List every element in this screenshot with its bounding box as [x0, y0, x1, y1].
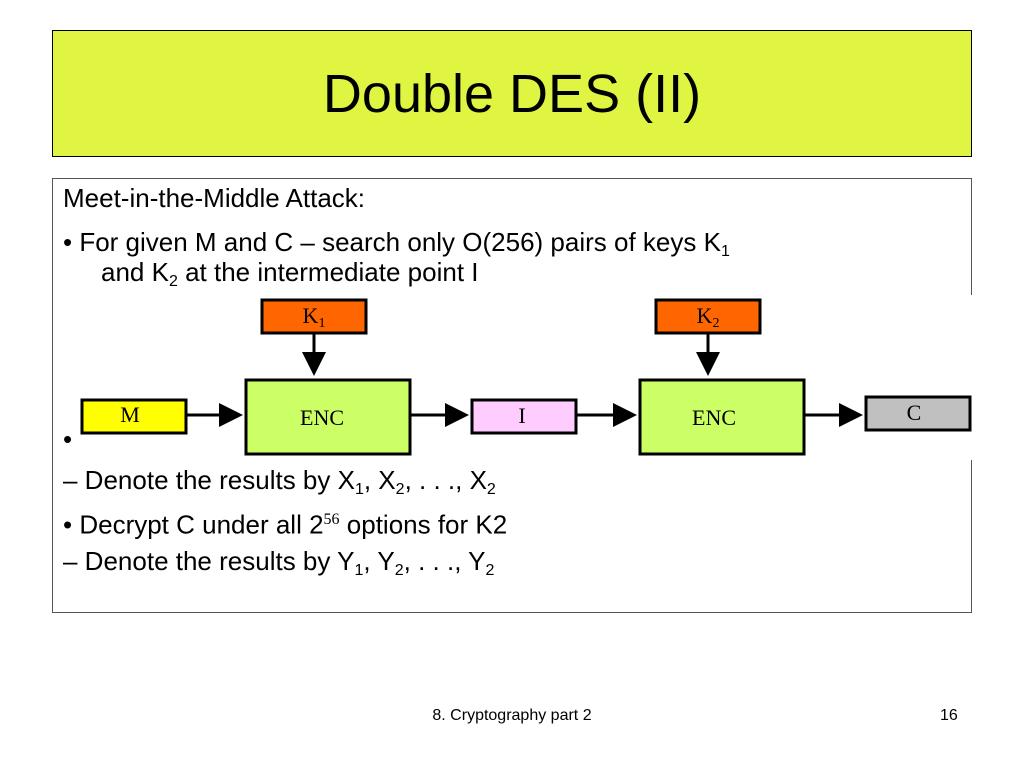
k2-sub: 2	[712, 316, 719, 331]
denote-x-text: – Denote the results by X	[63, 465, 355, 495]
attack-heading: Meet-in-the-Middle Attack:	[63, 183, 366, 213]
bullet-search-continuation: and K2 at the intermediate point I	[101, 257, 478, 297]
denote-y-line: – Denote the results by Y1, Y2, . . ., Y…	[63, 546, 494, 586]
k1-letter: K	[303, 303, 319, 328]
y-sub-2: 2	[394, 562, 404, 579]
k1-subscript: 1	[720, 243, 730, 260]
c-box: C	[864, 395, 972, 432]
decrypt-exponent: 56	[323, 511, 340, 528]
y-sub-1: 1	[354, 562, 364, 579]
decrypt-text: • Decrypt C under all 2	[63, 509, 324, 540]
k2-subscript: 2	[168, 273, 178, 290]
svg-text:K2: K2	[697, 303, 720, 331]
k2-box: K2	[654, 298, 762, 335]
bullet-search-pairs: • For given M and C – search only O(256)…	[63, 227, 730, 267]
enc1-label: ENC	[300, 405, 344, 430]
and-k-text: and K	[101, 257, 169, 287]
x-sub-1: 1	[354, 481, 364, 498]
decrypt-line: • Decrypt C under all 256 options for K2	[63, 505, 507, 540]
c-label: C	[907, 400, 922, 425]
denote-y-text: – Denote the results by Y	[63, 546, 355, 576]
denote-x-line: – Denote the results by X1, X2, . . ., X…	[63, 465, 496, 505]
page-number: 16	[940, 707, 958, 724]
i-label: I	[518, 403, 525, 428]
k1-sub: 1	[318, 316, 325, 331]
decrypt-suffix: options for K2	[339, 509, 508, 540]
x-sub-3: 2	[486, 481, 496, 498]
x-sep-2: , . . ., X	[404, 465, 487, 495]
y-sep-1: , Y	[363, 546, 395, 576]
footer-text: 8. Cryptography part 2	[432, 707, 592, 724]
enc2-label: ENC	[692, 405, 736, 430]
i-box: I	[470, 398, 578, 435]
m-box: M	[80, 398, 188, 435]
y-sep-2: , . . ., Y	[403, 546, 486, 576]
title-box: Double DES (II)	[52, 30, 972, 157]
bullet-hidden: •	[63, 424, 73, 454]
x-sep-1: , X	[363, 465, 396, 495]
svg-text:K1: K1	[303, 303, 326, 331]
enc2-box: ENC	[638, 378, 806, 456]
x-sub-2: 2	[395, 481, 405, 498]
double-des-diagram: K1 K2 M ENC I ENC	[80, 295, 973, 460]
k1-box: K1	[260, 298, 368, 335]
enc1-box: ENC	[244, 378, 412, 456]
y-sub-3: 2	[485, 562, 495, 579]
m-label: M	[120, 402, 140, 427]
slide-title: Double DES (II)	[322, 63, 702, 124]
intermediate-point-text: at the intermediate point I	[177, 257, 479, 287]
k2-letter: K	[697, 303, 713, 328]
bullet-search-text: • For given M and C – search only O(256)…	[63, 227, 721, 257]
